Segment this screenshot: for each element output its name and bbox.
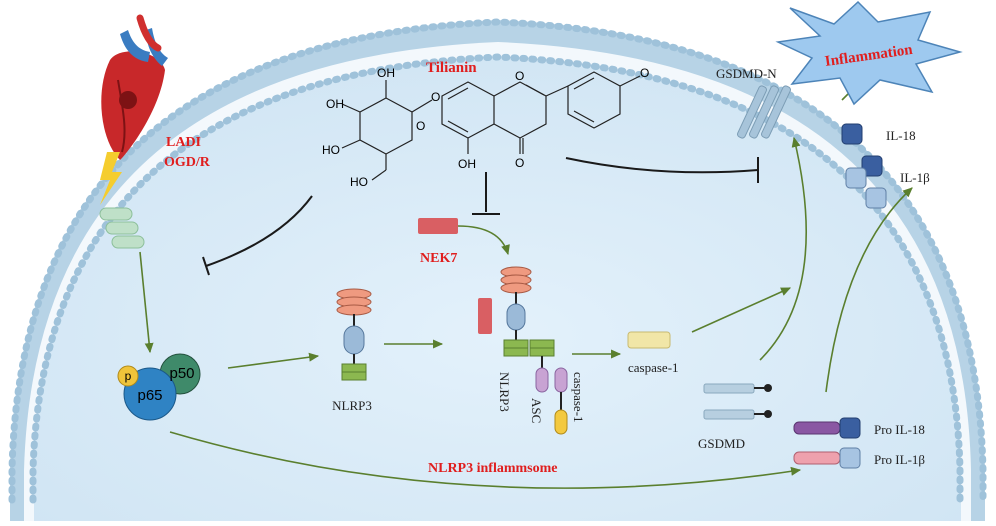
gsdmd-protein xyxy=(703,383,772,420)
svg-text:HO: HO xyxy=(350,175,368,189)
lightning-icon xyxy=(100,152,122,205)
asc-label: ASC xyxy=(529,398,544,423)
molecule-atoms: OH OH HO HO OH O O O O O xyxy=(322,66,649,189)
pro-il1b-label: Pro IL-1β xyxy=(874,452,925,467)
svg-text:OH: OH xyxy=(377,66,395,80)
heart-icon xyxy=(101,14,168,160)
svg-text:OH: OH xyxy=(458,157,476,171)
gsdmd-pore-icon xyxy=(737,85,791,139)
p65-label: p65 xyxy=(137,387,162,404)
ladi-label: LADI xyxy=(166,135,201,150)
svg-text:O: O xyxy=(431,90,440,104)
p-label: p xyxy=(125,369,132,383)
nlrp3-protein xyxy=(336,288,372,381)
receptor-icon xyxy=(99,207,145,249)
nfkb-complex xyxy=(117,353,201,421)
inhibition-arrows xyxy=(202,157,759,276)
il1b-label: IL-1β xyxy=(900,170,930,185)
caspase1-label: caspase-1 xyxy=(628,360,679,375)
inflammation-burst-icon xyxy=(775,0,963,106)
gsdmd-label: GSDMD xyxy=(698,436,745,451)
svg-text:HO: HO xyxy=(322,143,340,157)
cell-membrane xyxy=(8,18,987,521)
tilianin-structure xyxy=(341,71,641,181)
svg-text:O: O xyxy=(640,66,649,80)
nlrp3-label: NLRP3 xyxy=(332,398,372,413)
gsdmdn-label: GSDMD-N xyxy=(716,66,777,81)
ogdr-label: OGD/R xyxy=(164,155,211,170)
nek7-label: NEK7 xyxy=(420,251,457,266)
pro-il18-label: Pro IL-18 xyxy=(874,422,925,437)
svg-text:O: O xyxy=(416,119,425,133)
svg-text:O: O xyxy=(515,69,524,83)
p50-label: p50 xyxy=(169,365,194,382)
inflammasome-label: NLRP3 inflammsome xyxy=(428,461,558,476)
nlrp3-vertical-label: NLRP3 xyxy=(497,372,512,412)
caspase1-active-shape xyxy=(627,331,671,349)
pro-cytokines xyxy=(793,417,861,469)
caspase1-vertical-label: caspase-1 xyxy=(571,372,586,423)
mature-cytokines xyxy=(841,123,887,209)
nlrp3-inflammasome-complex xyxy=(478,266,568,435)
svg-text:OH: OH xyxy=(326,97,344,111)
nek7-shape xyxy=(418,218,458,234)
il18-label: IL-18 xyxy=(886,128,916,143)
activation-arrows xyxy=(139,75,913,489)
tilianin-label: Tilianin xyxy=(426,60,477,76)
svg-text:O: O xyxy=(515,156,524,170)
